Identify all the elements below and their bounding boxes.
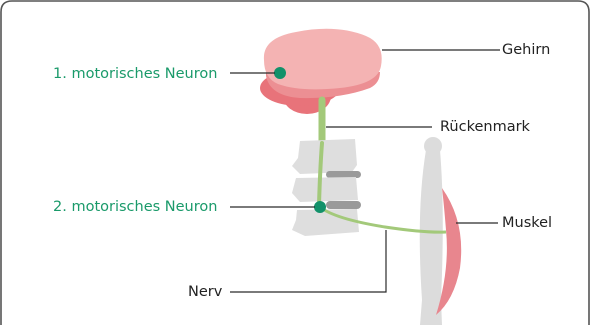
vertebra-middle [292,177,358,202]
upper-motor-neuron-dot [274,67,286,79]
label-nerve: Nerv [188,284,223,300]
disc-upper [326,171,361,178]
disc-lower [326,201,361,209]
label-brain: Gehirn [502,42,550,58]
bone-shaft [420,150,443,325]
leader-nerve [230,230,386,292]
lower-motor-neuron-dot [314,201,326,213]
label-upper-motor-neuron: 1. motorisches Neuron [53,66,217,82]
vertebra-lower [292,209,359,236]
cerebrum [264,29,382,90]
label-muscle: Muskel [502,215,552,231]
label-lower-motor-neuron: 2. motorisches Neuron [53,199,217,215]
vertebra-upper [292,139,357,174]
label-spinal-cord: Rückenmark [440,119,531,135]
